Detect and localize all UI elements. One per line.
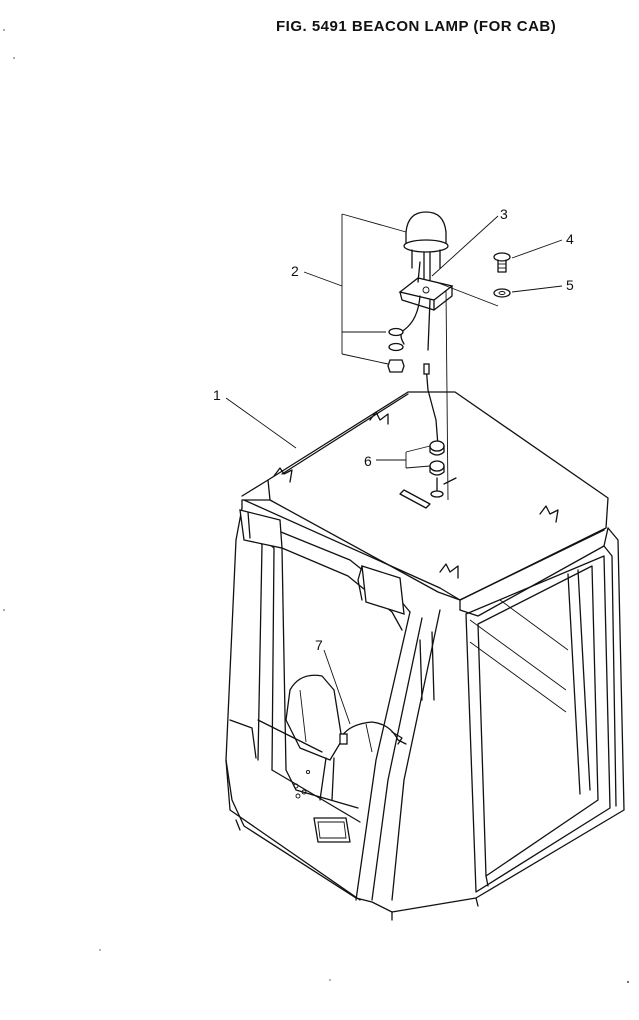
callout-7: 7 xyxy=(315,637,323,653)
cab-body xyxy=(225,391,625,921)
callout-2: 2 xyxy=(291,263,299,279)
figure-title: FIG. 5491 BEACON LAMP (FOR CAB) xyxy=(276,18,557,35)
operator-seat xyxy=(285,674,343,801)
side-mirror-left xyxy=(239,509,283,549)
mounting-guide-line xyxy=(445,289,449,501)
callout-3: 3 xyxy=(500,206,508,222)
bolt xyxy=(493,252,511,273)
roof-slot xyxy=(399,477,457,509)
callout-4: 4 xyxy=(566,231,574,247)
grommets xyxy=(429,440,445,498)
callout-6: 6 xyxy=(364,453,372,469)
lamp-wire xyxy=(400,295,439,447)
side-mirror-right xyxy=(357,565,405,615)
callout-1: 1 xyxy=(213,387,221,403)
lamp-washers-nut xyxy=(387,327,405,373)
beacon-lamp xyxy=(403,211,449,283)
roof-bracket xyxy=(273,411,559,579)
lamp-bracket xyxy=(398,261,454,351)
callout-5: 5 xyxy=(566,277,574,293)
callout-leaders xyxy=(225,213,563,725)
wire-harness xyxy=(339,721,407,753)
washer xyxy=(493,288,511,298)
